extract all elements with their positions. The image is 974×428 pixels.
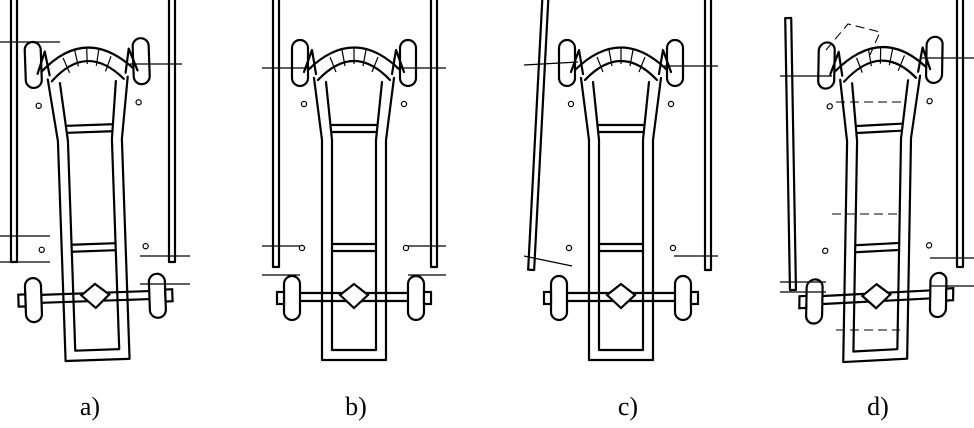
panel-a-drawing: [0, 0, 190, 364]
panel-label-c: c): [617, 392, 639, 421]
panel-c-drawing: [523, 0, 718, 362]
panel-d-drawing: [780, 0, 974, 366]
panel-label-a: a): [79, 392, 101, 421]
panel-b-drawing: [262, 0, 446, 362]
panel-label-d: d): [867, 392, 889, 421]
panel-label-b: b): [345, 392, 367, 421]
